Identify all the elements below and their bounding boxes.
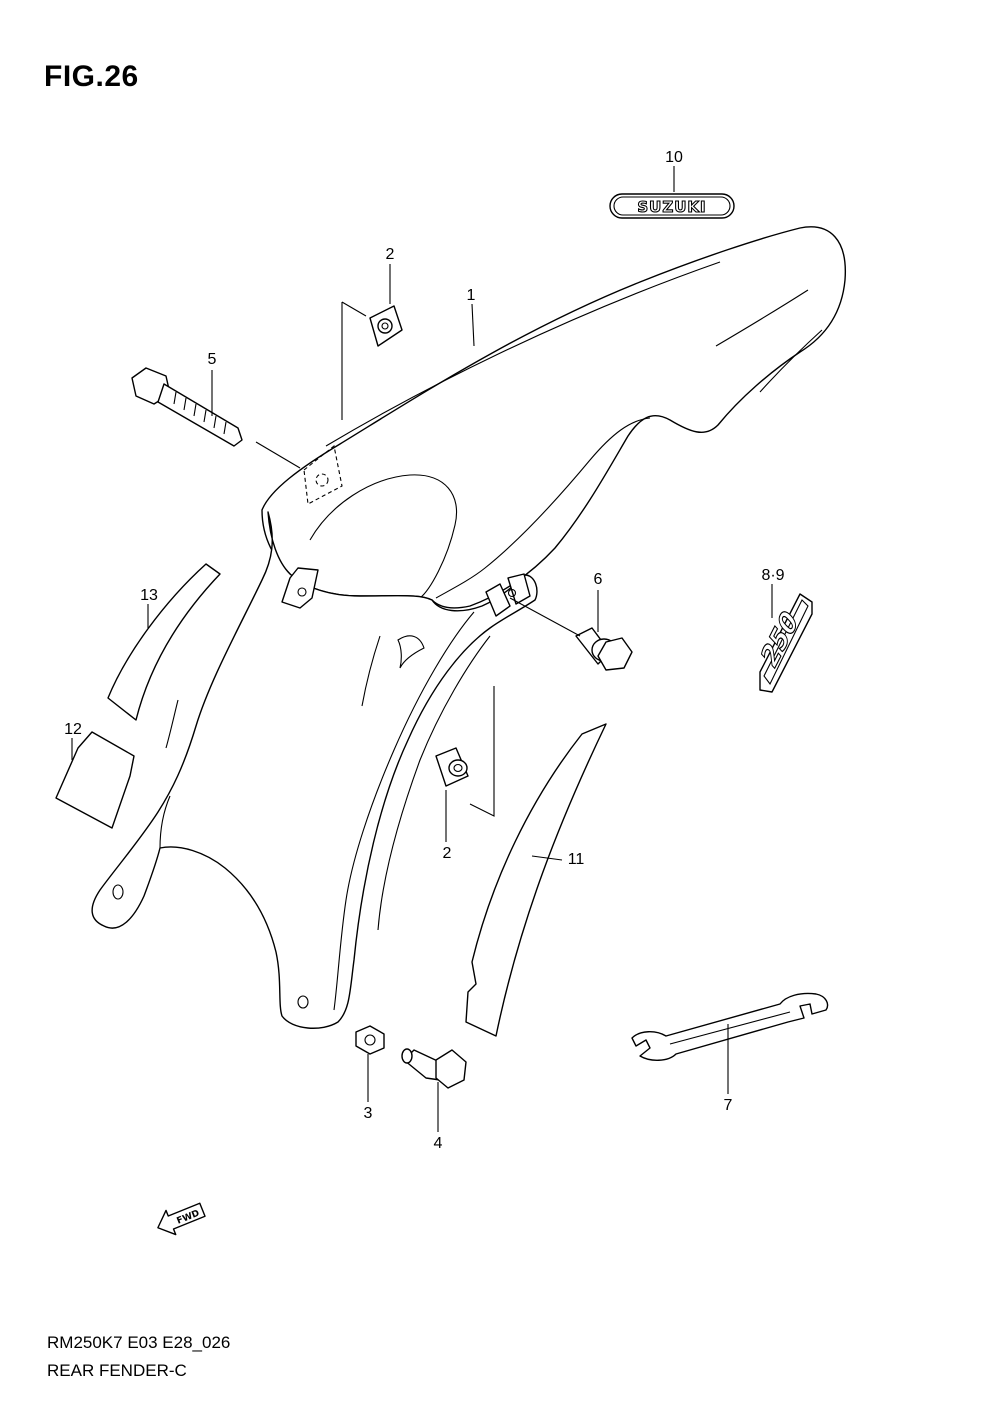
bolt-part-4[interactable] [401, 1048, 467, 1089]
callout-labels: 10 2 1 5 6 8·9 13 12 2 11 3 4 7 [64, 149, 785, 1152]
callout-6: 6 [594, 571, 603, 588]
callout-10: 10 [665, 149, 683, 166]
figure-title: FIG.26 [44, 60, 139, 93]
bolt-part-6[interactable] [575, 627, 633, 671]
speed-nut-part-2-upper[interactable] [369, 305, 403, 347]
model-decal-part-8-9[interactable]: 250 [756, 593, 813, 693]
decal-strip-part-13[interactable] [107, 563, 221, 721]
callout-2-upper: 2 [386, 246, 395, 263]
figure-code: RM250K7 E03 E28_026 [47, 1333, 231, 1352]
speed-nut-part-2-lower[interactable] [435, 747, 469, 787]
callout-11: 11 [568, 851, 585, 868]
callout-12: 12 [64, 721, 82, 738]
callout-8-9: 8·9 [761, 567, 784, 584]
callout-3: 3 [364, 1105, 373, 1122]
callout-13: 13 [140, 587, 158, 604]
callout-7: 7 [724, 1097, 733, 1114]
leader-line-2-upper [341, 301, 367, 420]
leader-line-5 [255, 441, 301, 469]
figure-name: REAR FENDER-C [47, 1361, 187, 1380]
suzuki-emblem-text: SUZUKI [637, 198, 706, 216]
decal-pad-part-12[interactable] [55, 731, 135, 829]
bolt-part-5[interactable] [131, 367, 243, 447]
callout-2-lower: 2 [443, 845, 452, 862]
callout-5: 5 [208, 351, 217, 368]
callout-leaders [71, 166, 773, 1132]
suzuki-emblem-part-10[interactable]: SUZUKI [609, 193, 735, 219]
decal-strip-part-11[interactable] [465, 723, 607, 1037]
leader-line-2-lower [469, 686, 495, 817]
forward-direction-arrow: FWD [157, 1202, 206, 1236]
callout-4: 4 [434, 1135, 443, 1152]
leader-line-6 [509, 597, 581, 637]
rear-fender-part-1[interactable] [91, 226, 846, 1029]
leader-line-11 [531, 855, 563, 861]
nut-part-3[interactable] [355, 1025, 385, 1055]
callout-1: 1 [467, 287, 476, 304]
tool-part-7[interactable] [631, 992, 829, 1061]
